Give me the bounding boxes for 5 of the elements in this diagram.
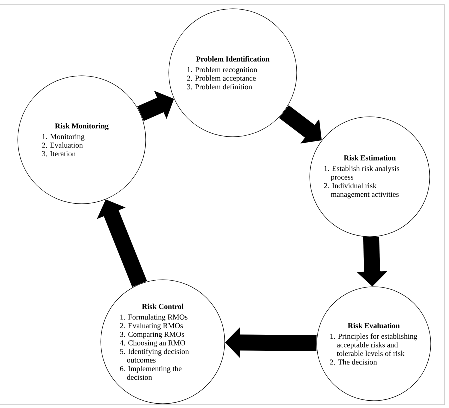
stage-circle xyxy=(18,76,146,204)
stage-circle xyxy=(316,286,432,402)
stage-circle xyxy=(168,8,298,138)
stage-circle xyxy=(100,280,226,404)
stage-circle xyxy=(310,116,430,238)
